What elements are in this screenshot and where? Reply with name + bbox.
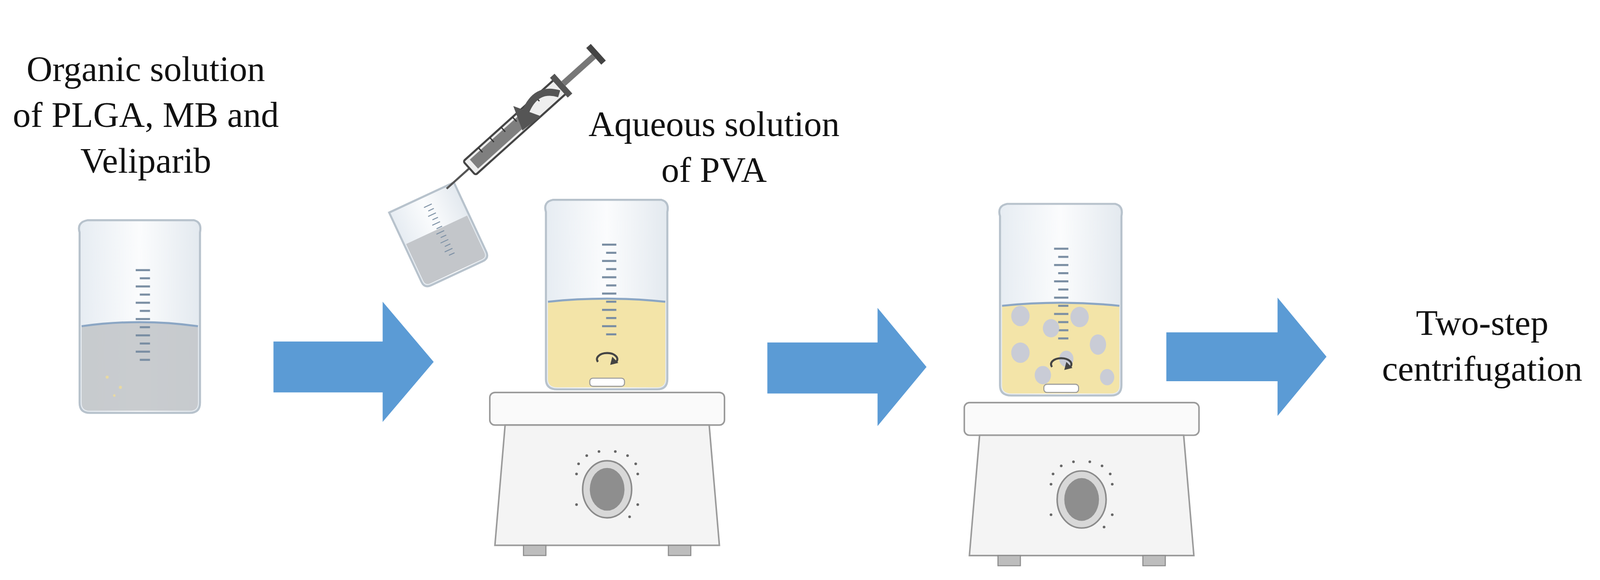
- step-label: Two-step centrifugation: [1375, 300, 1589, 393]
- step-label: Aqueous solution of PVA: [578, 101, 850, 194]
- beaker: [78, 220, 201, 413]
- beaker: [545, 199, 668, 390]
- beaker: [999, 203, 1123, 396]
- pouring-beaker: [389, 182, 490, 289]
- pour-arrow: [513, 92, 560, 131]
- step-label: Organic solution of PLGA, MB and Velipar…: [9, 46, 283, 184]
- process-arrow: [1166, 297, 1327, 417]
- process-arrow: [273, 301, 434, 422]
- syringe: [437, 42, 608, 199]
- process-arrow: [767, 308, 927, 427]
